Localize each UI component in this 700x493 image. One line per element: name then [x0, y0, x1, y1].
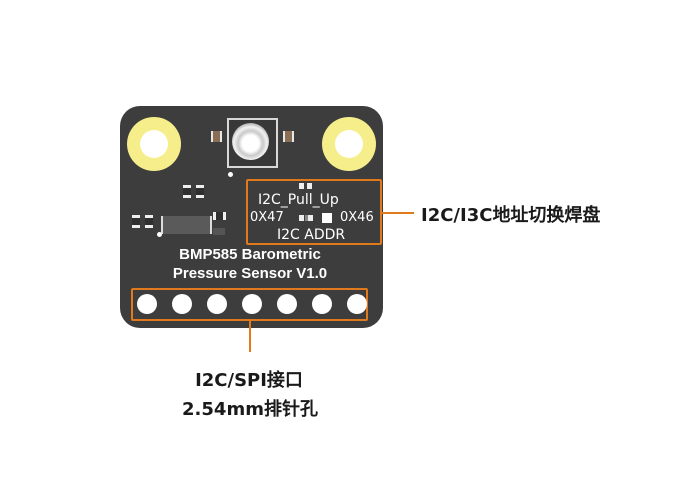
pullup-label: I2C_Pull_Up	[258, 192, 339, 208]
smd-component	[213, 228, 225, 235]
board-title-line2: Pressure Sensor V1.0	[172, 265, 328, 282]
header-pin	[347, 294, 367, 314]
pin1-marker-sensor	[228, 172, 233, 177]
board-title-line1: BMP585 Barometric	[179, 246, 321, 263]
pullup-jumper-pad	[307, 183, 312, 189]
smd-component	[213, 212, 226, 220]
pullup-jumper-pad	[299, 183, 304, 189]
address-jumper-highlight	[246, 179, 382, 245]
smd-component	[132, 215, 140, 228]
addr-jumper-gap	[305, 215, 308, 221]
header-callout-line1: I2C/SPI接口	[195, 370, 303, 391]
pressure-sensor-port	[232, 123, 269, 160]
capacitor-right	[283, 131, 294, 142]
header-pin	[277, 294, 297, 314]
smd-component	[145, 215, 153, 228]
mounting-hole-right	[322, 117, 376, 171]
pin1-marker-chip	[157, 232, 162, 237]
address-pads-callout: I2C/I3C地址切换焊盘	[421, 205, 601, 226]
addr-jumper-solder-pad	[322, 213, 332, 223]
header-pin	[172, 294, 192, 314]
addr-label: I2C ADDR	[277, 227, 346, 243]
capacitor-left	[211, 131, 222, 142]
address-callout-line	[382, 212, 414, 214]
header-callout-line	[249, 321, 251, 352]
header-pins-highlight	[131, 288, 368, 321]
addr-left-label: 0X47	[250, 210, 284, 225]
header-pin	[312, 294, 332, 314]
header-pin	[207, 294, 227, 314]
header-pin	[242, 294, 262, 314]
regulator-chip	[161, 216, 212, 234]
addr-jumper-pad	[299, 215, 304, 221]
mounting-hole-left	[127, 117, 181, 171]
smd-component	[196, 185, 204, 198]
addr-jumper-pad	[308, 215, 313, 221]
addr-right-label: 0X46	[340, 210, 374, 225]
header-callout-line2: 2.54mm排针孔	[182, 399, 318, 420]
smd-component	[183, 185, 191, 198]
header-pin	[137, 294, 157, 314]
